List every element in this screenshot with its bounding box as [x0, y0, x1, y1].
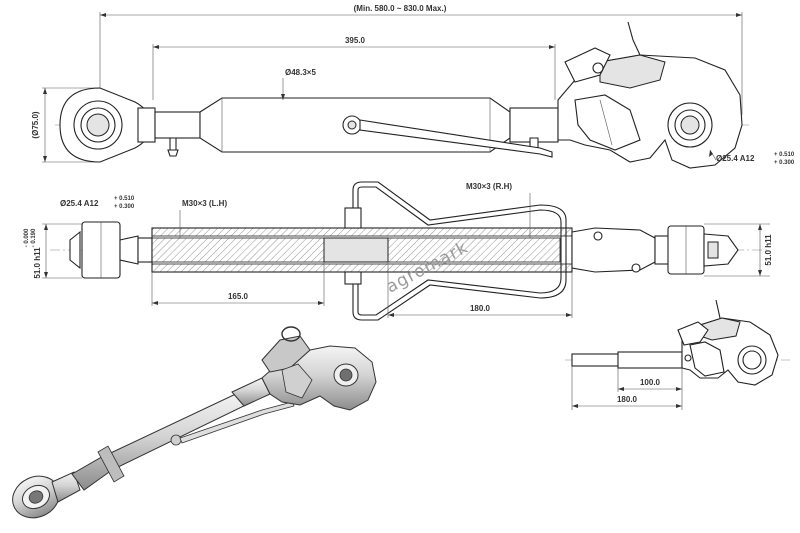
pin-hole-main-label: Ø25.4 A12	[716, 154, 755, 163]
left-width-label: 51.0 h11	[33, 247, 42, 279]
thread-right-length-dimension: 180.0	[387, 262, 573, 318]
thread-right-callout: M30×3 (R.H)	[466, 182, 531, 238]
detail-long-dimension: 180.0	[571, 366, 682, 410]
tube-diameter-label: Ø48.3×5	[285, 68, 316, 77]
left-pin-hole-tol-upper: + 0.510	[114, 196, 135, 202]
right-width-dimension: 51.0 h11	[704, 223, 773, 277]
handle-loop	[352, 181, 567, 321]
detail-view: 100.0 180.0	[565, 299, 790, 410]
pin-hole-tol-upper: + 0.510	[774, 152, 795, 158]
thread-left-length-label: 165.0	[228, 292, 249, 301]
body-length-label: 395.0	[345, 36, 366, 45]
ball-eye-top	[59, 87, 156, 163]
hook-side	[571, 225, 739, 275]
left-width-tol-lower: - 0.190	[31, 228, 37, 247]
right-width-label: 51.0 h11	[764, 234, 773, 266]
thread-left-label: M30×3 (L.H)	[182, 199, 227, 208]
hook-top	[557, 21, 743, 169]
left-width-tol-upper: - 0.000	[24, 228, 30, 247]
eye-diameter-dimension: (Ø75.0)	[31, 87, 100, 163]
isometric-render	[12, 326, 377, 519]
overall-range-label: (Min. 580.0 ~ 830.0 Max.)	[354, 4, 447, 13]
left-width-dimension: 51.0 h11 - 0.000 - 0.190	[24, 223, 82, 279]
iso-hook-assembly	[261, 326, 377, 411]
detail-long-label: 180.0	[617, 395, 638, 404]
tube-top: Ø48.3×5	[154, 68, 559, 158]
thread-right-length-label: 180.0	[470, 304, 491, 313]
overall-dimension: (Min. 580.0 ~ 830.0 Max.)	[99, 4, 743, 115]
tube-section	[151, 207, 573, 285]
eye-diameter-label: (Ø75.0)	[31, 111, 40, 138]
iso-ball-end	[12, 471, 81, 519]
pin-hole-tol-lower: + 0.300	[774, 160, 795, 166]
thread-left-length-dimension: 165.0	[151, 262, 325, 306]
ball-eye-side	[69, 221, 153, 279]
detail-short-label: 100.0	[640, 378, 661, 387]
top-view: (Min. 580.0 ~ 830.0 Max.) 395.0 (Ø75.0)	[31, 4, 795, 169]
section-view: 51.0 h11 - 0.000 - 0.190 Ø25.4 A12 + 0.5…	[24, 181, 773, 321]
thread-right-label: M30×3 (R.H)	[466, 182, 512, 191]
left-pin-hole-tol-lower: + 0.300	[114, 204, 135, 210]
body-length-dimension: 395.0	[152, 36, 556, 100]
thread-left-callout: M30×3 (L.H)	[179, 199, 227, 238]
left-pin-hole-label: Ø25.4 A12	[60, 199, 99, 208]
detail-short-dimension: 100.0	[617, 368, 683, 410]
